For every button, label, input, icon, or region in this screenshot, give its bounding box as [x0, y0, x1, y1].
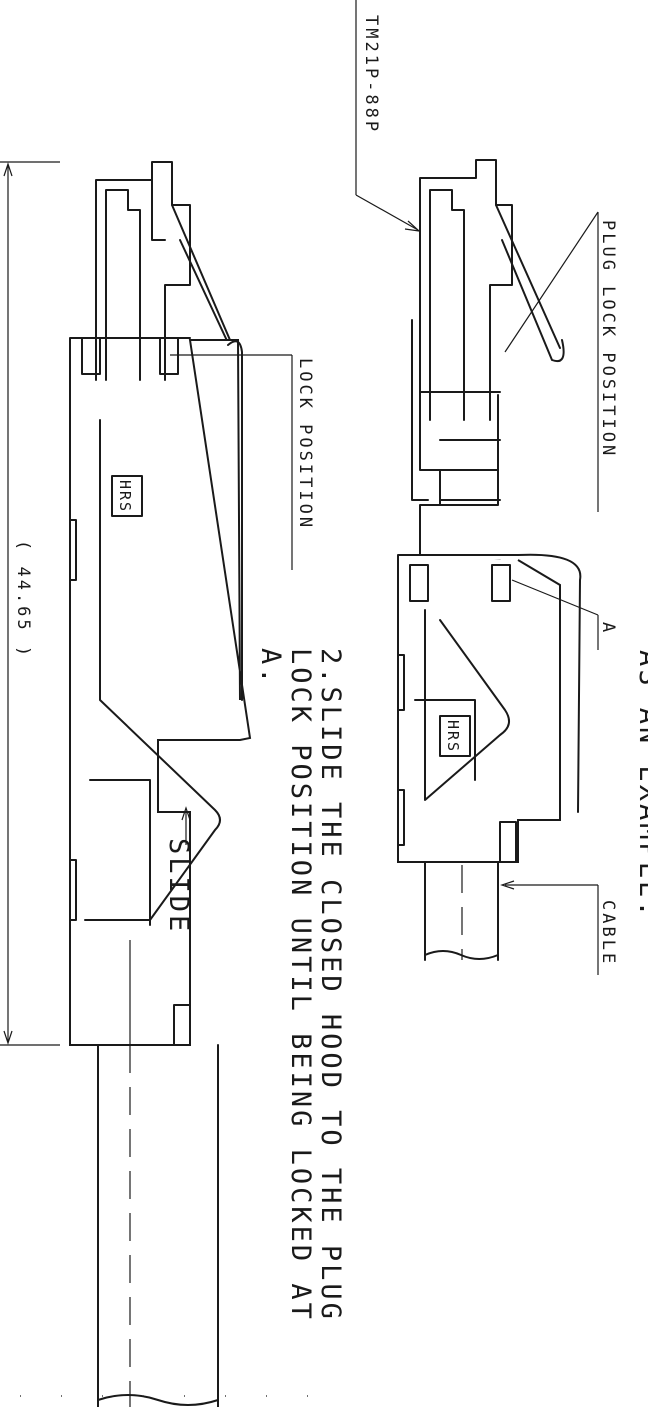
slide-direction: SLIDE	[163, 806, 194, 934]
example-text: AS AN EXAMPLE.	[633, 650, 648, 920]
dimension-label: ( 44.65 )	[13, 540, 33, 659]
plug-lock-position-label: PLUG LOCK POSITION	[598, 220, 618, 458]
point-a-label: A	[598, 622, 618, 635]
right-hrs-logo-text: HRS	[444, 720, 462, 753]
left-assembly-view: HRS LOCK POSITION ( 44.65 ) SLIDE	[0, 161, 315, 1407]
right-plug	[411, 159, 565, 561]
cable-callout: CABLE	[500, 880, 618, 975]
instruction-line-3: A.	[255, 648, 286, 687]
left-plug-body	[95, 161, 237, 381]
lock-position-callout: LOCK POSITION	[170, 354, 315, 570]
right-hood: HRS	[397, 553, 582, 863]
instruction-block: AS AN EXAMPLE. 2.SLIDE THE CLOSED HOOD T…	[255, 648, 648, 1322]
left-hrs-logo-text: HRS	[116, 480, 134, 513]
cable-label: CABLE	[598, 900, 618, 966]
instruction-line-2: LOCK POSITION UNTIL BEING LOCKED AT	[285, 648, 316, 1322]
left-hood: HRS	[69, 337, 252, 1046]
plug-lock-position-callout: PLUG LOCK POSITION	[504, 211, 618, 512]
left-cable	[97, 1044, 219, 1407]
point-a-callout: A	[511, 579, 618, 650]
instruction-line-1: 2.SLIDE THE CLOSED HOOD TO THE PLUG	[315, 648, 346, 1322]
part-number-callout: TM21P-88P	[355, 0, 421, 232]
right-assembly-view: HRS A CABLE TM21P-88P PLUG LOCK POSITION	[355, 0, 618, 975]
part-number-label: TM21P-88P	[361, 15, 381, 134]
left-hrs-logo	[111, 475, 143, 517]
right-hrs-logo	[439, 715, 471, 757]
slide-label: SLIDE	[163, 838, 194, 934]
overall-length-dimension: ( 44.65 )	[0, 161, 60, 1046]
lock-position-label: LOCK POSITION	[295, 358, 315, 530]
